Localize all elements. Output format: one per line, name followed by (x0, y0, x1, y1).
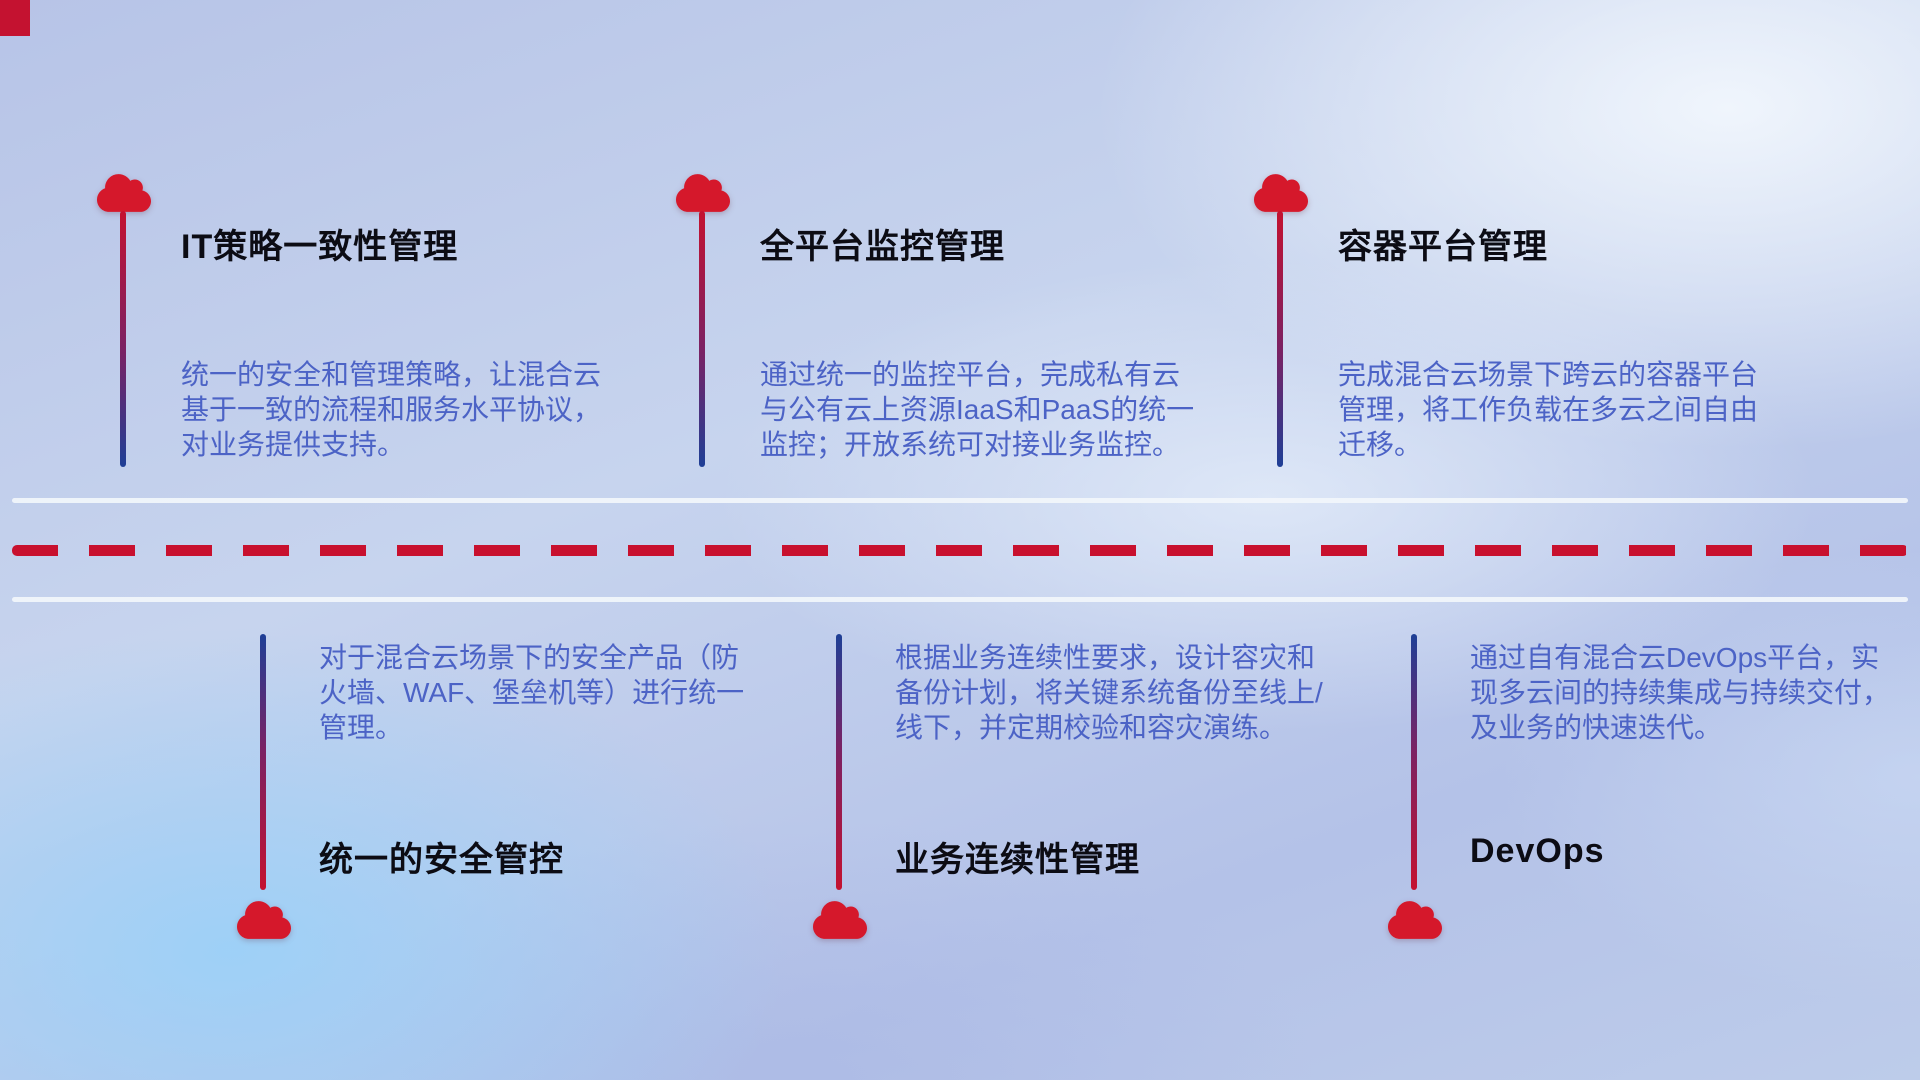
timeline-connector (1411, 634, 1417, 890)
corner-mark (0, 0, 30, 36)
cloud-icon (1254, 171, 1308, 215)
divider-line-top (12, 498, 1908, 503)
timeline-connector (836, 634, 842, 890)
item-description: 通过自有混合云DevOps平台，实现多云间的持续集成与持续交付，及业务的快速迭代… (1470, 642, 1891, 743)
item-description: 通过统一的监控平台，完成私有云与公有云上资源IaaS和PaaS的统一监控；开放系… (760, 359, 1195, 460)
diagram-item-devops: 通过自有混合云DevOps平台，实现多云间的持续集成与持续交付，及业务的快速迭代… (1388, 634, 1920, 944)
item-title: 业务连续性管理 (895, 841, 1140, 879)
timeline-connector (1277, 211, 1283, 467)
cloud-icon (676, 171, 730, 215)
cloud-icon (237, 898, 291, 942)
item-title: 全平台监控管理 (760, 228, 1005, 266)
diagram-item-container-platform: 容器平台管理 完成混合云场景下跨云的容器平台管理，将工作负载在多云之间自由迁移。 (1254, 171, 1814, 471)
cloud-icon (97, 171, 151, 215)
item-title: 容器平台管理 (1338, 228, 1548, 266)
item-description: 对于混合云场景下的安全产品（防火墙、WAF、堡垒机等）进行统一管理。 (319, 642, 745, 743)
timeline-connector (699, 211, 705, 467)
diagram-item-business-continuity: 根据业务连续性要求，设计容灾和备份计划，将关键系统备份至线上/线下，并定期校验和… (813, 634, 1373, 944)
item-description: 统一的安全和管理策略，让混合云基于一致的流程和服务水平协议，对业务提供支持。 (181, 359, 602, 460)
divider-line-bottom (12, 597, 1908, 602)
item-title: IT策略一致性管理 (181, 228, 459, 266)
diagram-item-platform-monitoring: 全平台监控管理 通过统一的监控平台，完成私有云与公有云上资源IaaS和PaaS的… (676, 171, 1236, 471)
item-title: DevOps (1470, 832, 1605, 870)
cloud-icon (1388, 898, 1442, 942)
item-description: 根据业务连续性要求，设计容灾和备份计划，将关键系统备份至线上/线下，并定期校验和… (895, 642, 1323, 743)
timeline-connector (120, 211, 126, 467)
diagram-item-it-policy: IT策略一致性管理 统一的安全和管理策略，让混合云基于一致的流程和服务水平协议，… (97, 171, 657, 471)
item-description: 完成混合云场景下跨云的容器平台管理，将工作负载在多云之间自由迁移。 (1338, 359, 1759, 460)
item-title: 统一的安全管控 (319, 841, 564, 879)
cloud-icon (813, 898, 867, 942)
divider-dashed-red (12, 545, 1908, 556)
timeline-connector (260, 634, 266, 890)
diagram-item-unified-security: 对于混合云场景下的安全产品（防火墙、WAF、堡垒机等）进行统一管理。 统一的安全… (237, 634, 797, 944)
